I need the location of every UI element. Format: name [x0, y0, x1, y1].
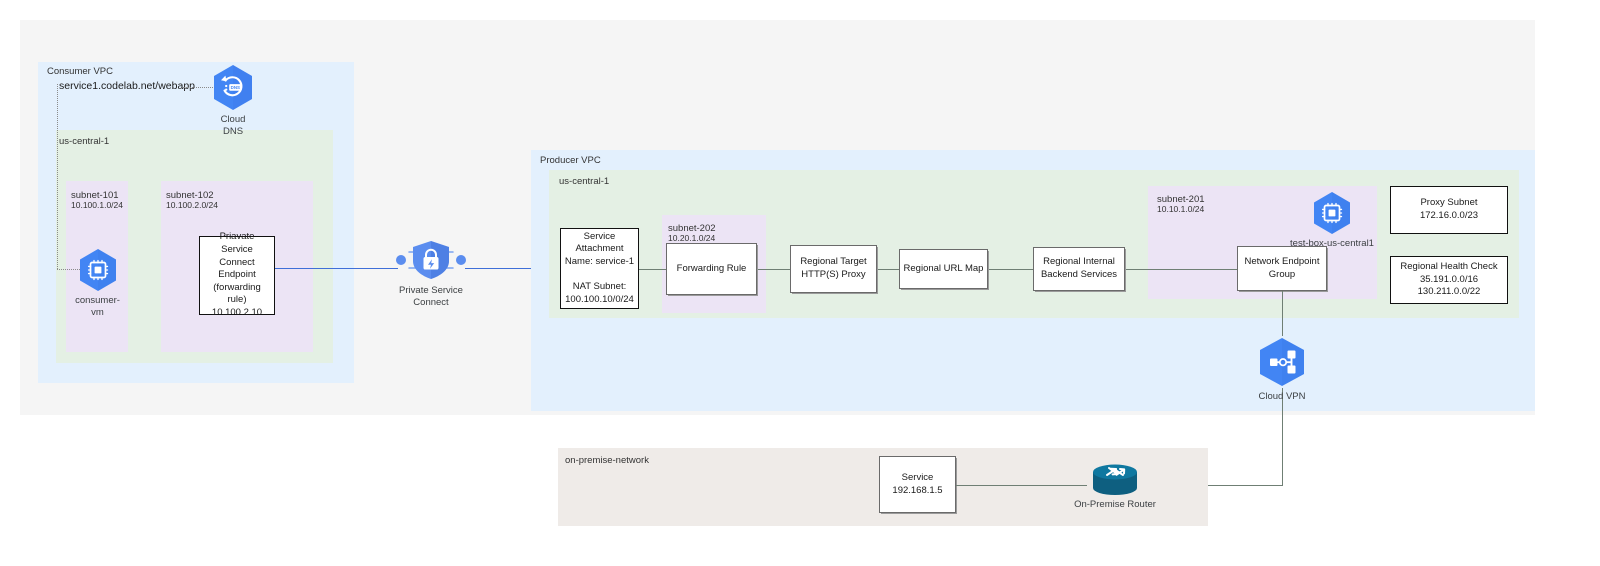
subnet-202-cidr: 10.20.1.0/24 [668, 233, 716, 243]
cloud-dns-icon: DNS [212, 64, 254, 111]
router-icon [1086, 462, 1144, 496]
test-box-node[interactable]: test-box-us-central1 [1281, 191, 1383, 250]
compute-vm-icon [1312, 191, 1352, 235]
consumer-region-label: us-central-1 [59, 136, 110, 147]
link-proxy-to-urlmap [877, 269, 899, 270]
link-vpn-to-router-vertical [1282, 388, 1283, 485]
link-fr-to-proxy [757, 269, 790, 270]
dns-vm-connector-horizontal [57, 269, 80, 270]
svg-text:DNS: DNS [231, 85, 240, 90]
subnet-101-cidr: 10.100.1.0/24 [71, 200, 123, 210]
psc-link-right [465, 268, 560, 270]
private-service-connect-shield-icon [383, 238, 479, 282]
psc-endpoint-box[interactable]: Priavate Service Connect Endpoint (forwa… [199, 231, 275, 318]
consumer-vpc-label: Consumer VPC [47, 66, 113, 77]
test-box-caption: test-box-us-central1 [1290, 238, 1374, 249]
private-service-connect-node[interactable]: Private Service Connect [383, 238, 479, 309]
onprem-router-node[interactable]: On-Premise Router [1074, 462, 1156, 511]
compute-vm-icon [78, 248, 118, 292]
onprem-router-caption: On-Premise Router [1074, 499, 1156, 510]
cloud-vpn-caption: Cloud VPN [1258, 391, 1306, 402]
dns-url-label: service1.codelab.net/webapp [59, 80, 196, 92]
subnet-201-cidr: 10.10.1.0/24 [1157, 204, 1205, 214]
link-sa-to-fr [639, 269, 666, 270]
psc-caption: Private Service Connect [399, 285, 463, 308]
producer-vpc-label: Producer VPC [540, 155, 601, 166]
cloud-vpn-icon [1256, 336, 1308, 388]
dns-url-connector-right [183, 87, 213, 88]
subnet-202-name: subnet-202 [668, 223, 716, 234]
network-endpoint-group-box[interactable]: Network Endpoint Group [1237, 246, 1327, 291]
regional-target-proxy-box[interactable]: Regional Target HTTP(S) Proxy [790, 245, 877, 293]
subnet-101-name: subnet-101 [71, 190, 119, 201]
regional-health-check-box: Regional Health Check 35.191.0.0/16 130.… [1390, 256, 1508, 304]
dns-vm-connector-vertical [57, 84, 58, 269]
service-attachment-box[interactable]: Service Attachment Name: service-1 NAT S… [560, 228, 639, 309]
cloud-vpn-node[interactable]: Cloud VPN [1232, 336, 1332, 403]
subnet-201-name: subnet-201 [1157, 194, 1205, 205]
consumer-vm-node[interactable]: consumer-vm [70, 248, 125, 319]
psc-link-left [275, 268, 398, 270]
link-backend-to-neg [1125, 269, 1237, 270]
forwarding-rule-box[interactable]: Forwarding Rule [666, 243, 757, 295]
link-vpn-to-router-horizontal [1140, 485, 1283, 486]
subnet-102-name: subnet-102 [166, 190, 214, 201]
link-urlmap-to-backend [988, 269, 1033, 270]
onprem-network-label: on-premise-network [565, 455, 649, 466]
regional-url-map-box[interactable]: Regional URL Map [899, 249, 988, 289]
regional-backend-services-box[interactable]: Regional Internal Backend Services [1033, 247, 1125, 291]
onprem-service-box[interactable]: Service 192.168.1.5 [879, 456, 956, 513]
producer-region-label: us-central-1 [559, 176, 610, 187]
consumer-vm-caption: consumer-vm [75, 295, 120, 318]
link-service-to-router [956, 485, 1087, 486]
link-neg-to-vpn [1282, 291, 1283, 336]
subnet-102-cidr: 10.100.2.0/24 [166, 200, 218, 210]
cloud-dns-caption: Cloud DNS [220, 114, 246, 137]
proxy-subnet-box: Proxy Subnet 172.16.0.0/23 [1390, 186, 1508, 234]
cloud-dns-node[interactable]: DNS Cloud DNS [203, 64, 263, 138]
